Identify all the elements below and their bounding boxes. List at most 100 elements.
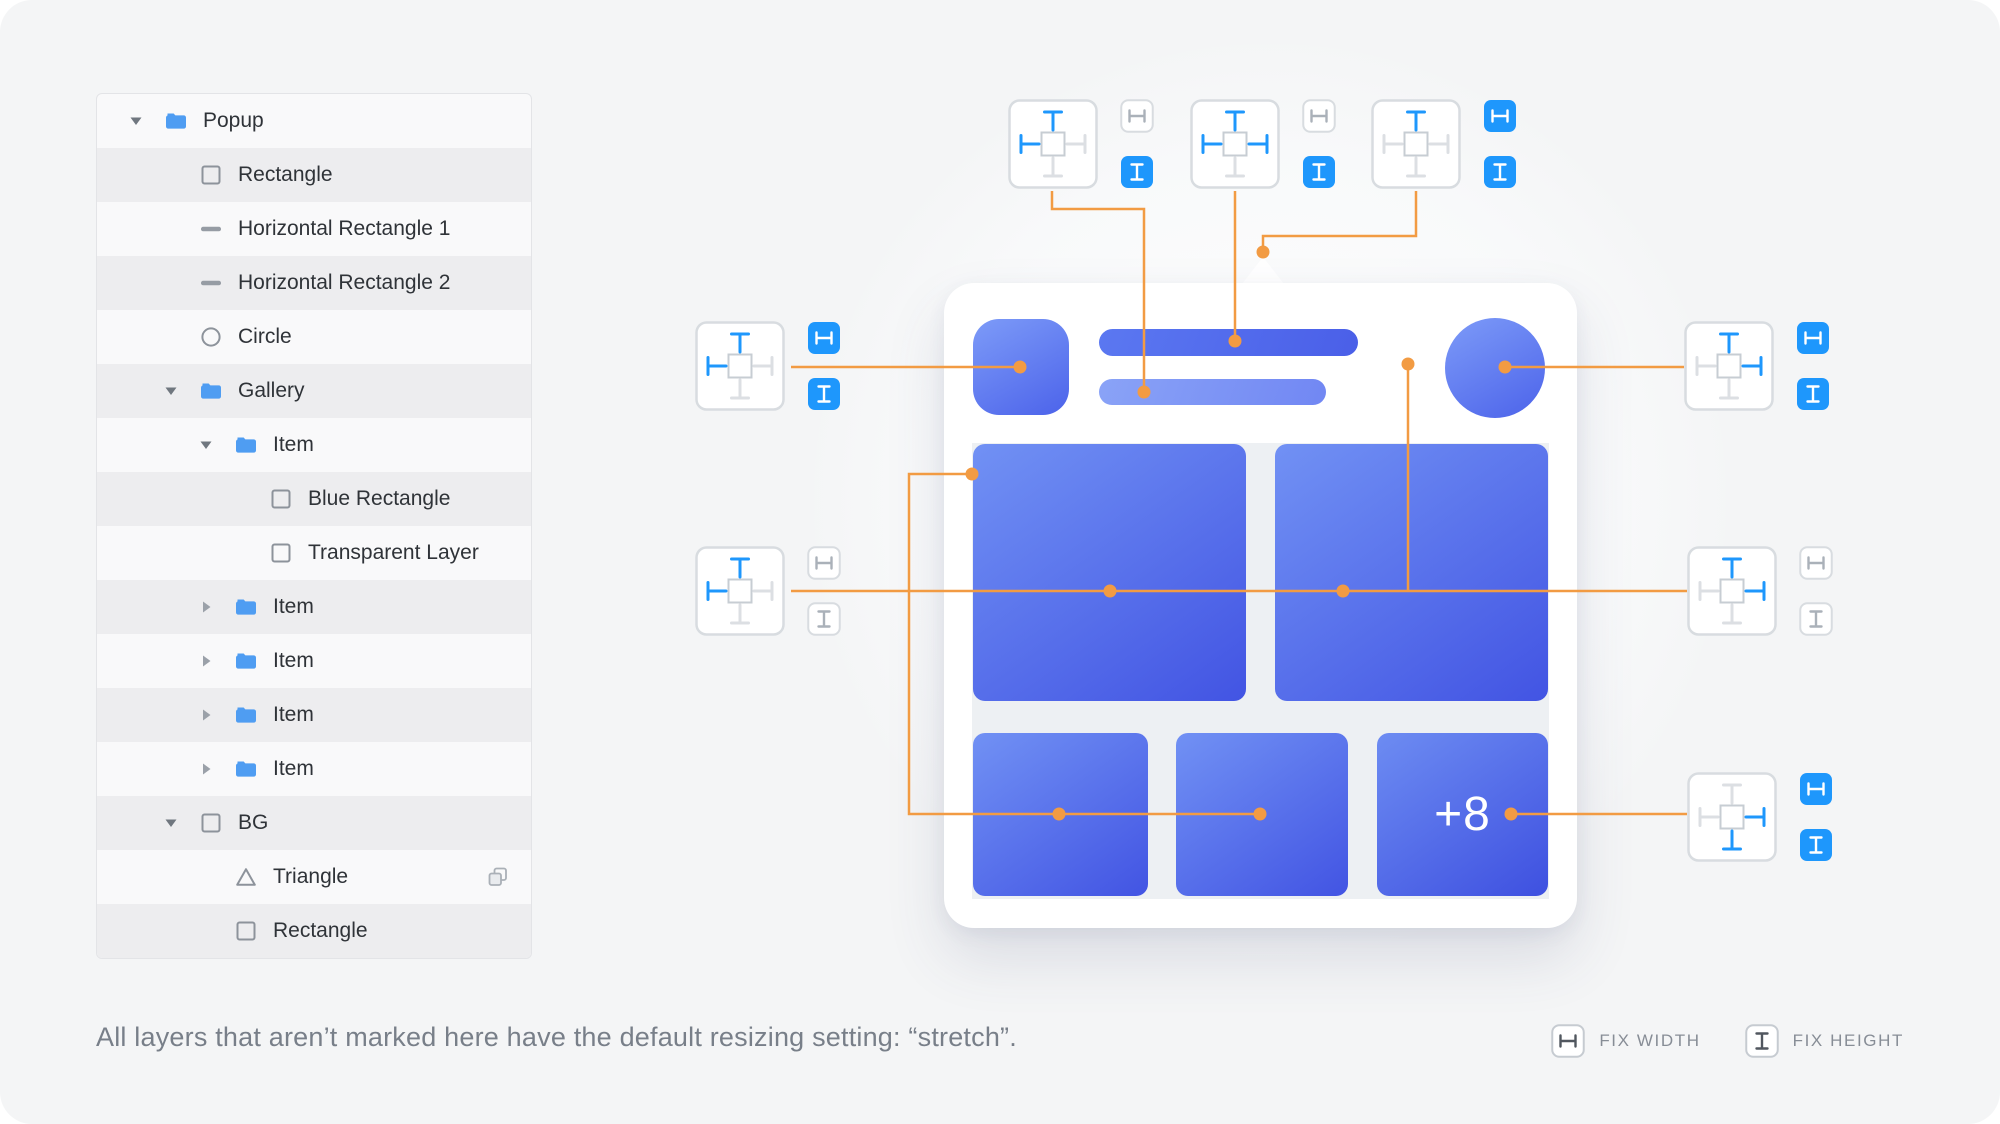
fix-width-icon: [1796, 321, 1830, 355]
gallery-image-overflow: +8: [1377, 733, 1548, 896]
rectangle-icon: [233, 918, 259, 944]
horizontal-rectangle-1-shape: [1099, 329, 1358, 356]
horizontal-rectangle-icon: [198, 270, 224, 296]
layer-row-item[interactable]: Item: [97, 742, 531, 796]
layer-row-horizontal-rectangle-2[interactable]: Horizontal Rectangle 2: [97, 256, 531, 310]
folder-icon: [198, 378, 224, 404]
fix-width-icon: [807, 321, 841, 355]
layer-row-blue-rectangle[interactable]: Blue Rectangle: [97, 472, 531, 526]
rectangle-icon: [198, 810, 224, 836]
layer-label: BG: [238, 811, 269, 834]
layer-label: Rectangle: [273, 919, 368, 942]
layer-label: Item: [273, 433, 314, 456]
gallery-image: [973, 444, 1246, 701]
layer-label: Popup: [203, 109, 264, 132]
overflow-count: +8: [1434, 788, 1491, 841]
fix-width-icon: [807, 546, 841, 580]
layer-label: Item: [273, 703, 314, 726]
layer-row-transparent-layer[interactable]: Transparent Layer: [97, 526, 531, 580]
disclosure-collapsed-icon[interactable]: [197, 706, 233, 724]
caption: All layers that aren’t marked here have …: [96, 1022, 1017, 1052]
layer-label: Rectangle: [238, 163, 333, 186]
disclosure-collapsed-icon[interactable]: [197, 652, 233, 670]
layer-label: Horizontal Rectangle 2: [238, 271, 451, 294]
layer-label: Blue Rectangle: [308, 487, 451, 510]
pin-constraints-icon: [1008, 99, 1098, 189]
layer-row-item[interactable]: Item: [97, 688, 531, 742]
layer-row-circle[interactable]: Circle: [97, 310, 531, 364]
layer-row-triangle[interactable]: Triangle: [97, 850, 531, 904]
pin-constraints-icon: [1684, 321, 1774, 411]
constraint-group-circle: [1684, 321, 1830, 411]
horizontal-rectangle-2-shape: [1099, 379, 1326, 405]
layer-label: Item: [273, 595, 314, 618]
folder-icon: [233, 594, 259, 620]
pin-constraints-icon: [1687, 772, 1777, 862]
folder-icon: [233, 648, 259, 674]
layer-row-popup[interactable]: Popup: [97, 94, 531, 148]
rectangle-icon: [268, 540, 294, 566]
disclosure-expanded-icon[interactable]: [127, 112, 163, 130]
fix-height-icon: [807, 377, 841, 411]
fix-width-icon: [1120, 99, 1154, 133]
folder-icon: [233, 432, 259, 458]
layer-label: Circle: [238, 325, 292, 348]
layer-row-horizontal-rectangle-1[interactable]: Horizontal Rectangle 1: [97, 202, 531, 256]
layer-row-gallery[interactable]: Gallery: [97, 364, 531, 418]
fix-height-icon: [1799, 828, 1833, 862]
circle-icon: [198, 324, 224, 350]
pin-constraints-icon: [1371, 99, 1461, 189]
constraint-group-horizontal-rectangle-2: [1008, 99, 1154, 189]
folder-icon: [163, 108, 189, 134]
horizontal-rectangle-icon: [198, 216, 224, 242]
layer-row-item[interactable]: Item: [97, 418, 531, 472]
gallery-grid: +8: [972, 443, 1549, 899]
fix-height-icon: [1796, 377, 1830, 411]
layer-label: Horizontal Rectangle 1: [238, 217, 451, 240]
mask-icon: [485, 864, 511, 890]
fix-width-icon: [1799, 772, 1833, 806]
fix-height-icon: [1483, 155, 1517, 189]
rectangle-icon: [198, 162, 224, 188]
constraint-group-gallery-items: [695, 546, 841, 636]
pin-constraints-icon: [695, 321, 785, 411]
fix-height-icon: [1120, 155, 1154, 189]
fix-width-icon: [1551, 1024, 1586, 1058]
pin-constraints-icon: [1687, 546, 1777, 636]
constraint-group-avatar-rectangle: [695, 321, 841, 411]
rectangle-icon: [268, 486, 294, 512]
fix-width-label: FIX WIDTH: [1599, 1031, 1701, 1050]
layer-label: Item: [273, 649, 314, 672]
layer-label: Triangle: [273, 865, 349, 888]
fix-width-icon: [1483, 99, 1517, 133]
disclosure-collapsed-icon[interactable]: [197, 598, 233, 616]
layer-row-item[interactable]: Item: [97, 580, 531, 634]
layer-row-bg[interactable]: BG: [97, 796, 531, 850]
constraint-group-horizontal-rectangle-1: [1190, 99, 1336, 189]
layer-row-rectangle[interactable]: Rectangle: [97, 904, 531, 958]
fix-width-icon: [1799, 546, 1833, 580]
constraint-group-triangle-pointer: [1371, 99, 1517, 189]
pin-constraints-icon: [695, 546, 785, 636]
gallery-image: [1176, 733, 1348, 896]
fix-height-icon: [1744, 1024, 1779, 1058]
layer-label: Item: [273, 757, 314, 780]
layer-row-rectangle[interactable]: Rectangle: [97, 148, 531, 202]
layer-row-item[interactable]: Item: [97, 634, 531, 688]
layer-label: Gallery: [238, 379, 305, 402]
constraint-group-overflow-item: [1687, 772, 1833, 862]
gallery-image: [1275, 444, 1548, 701]
disclosure-expanded-icon[interactable]: [162, 382, 198, 400]
disclosure-expanded-icon[interactable]: [197, 436, 233, 454]
fix-height-icon: [807, 602, 841, 636]
disclosure-collapsed-icon[interactable]: [197, 760, 233, 778]
pin-constraints-icon: [1190, 99, 1280, 189]
layer-label: Transparent Layer: [308, 541, 479, 564]
fix-height-icon: [1799, 602, 1833, 636]
popup-pointer-triangle: [1242, 257, 1284, 284]
gallery-image: [973, 733, 1148, 896]
disclosure-expanded-icon[interactable]: [162, 814, 198, 832]
fix-height-icon: [1302, 155, 1336, 189]
